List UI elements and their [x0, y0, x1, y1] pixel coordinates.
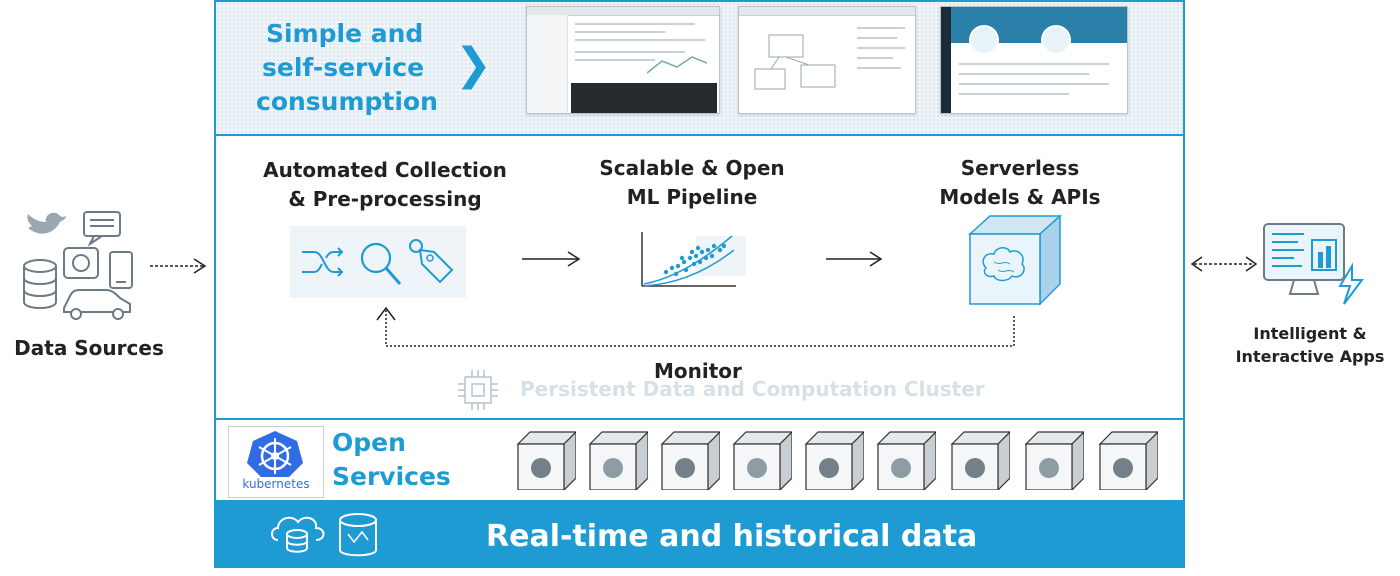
scatter-dot — [673, 271, 679, 277]
open-services-line2: Services — [332, 462, 451, 491]
stage-title-pipeline: Scalable & Open ML Pipeline — [570, 154, 814, 212]
service-cube-icon — [588, 431, 648, 490]
scatter-dot — [695, 245, 701, 251]
chip-icon — [458, 370, 498, 410]
stage-title-line2: ML Pipeline — [626, 185, 758, 209]
notebook-screenshot — [526, 6, 720, 114]
scatter-dot — [681, 259, 687, 265]
stage-title-line1: Serverless — [960, 156, 1080, 180]
scatter-dot — [705, 247, 711, 253]
stage-title-line2: & Pre-processing — [288, 187, 482, 211]
data-band — [216, 500, 1183, 566]
service-cube-icon — [516, 431, 576, 490]
cloud-database-icon — [271, 516, 325, 553]
consumption-title-line1: Simple and — [266, 19, 424, 48]
service-cube-icon — [1024, 431, 1084, 490]
chevron-right-icon: ❯ — [455, 39, 492, 90]
kubernetes-logo: kubernetes — [228, 426, 324, 498]
cluster-label: Persistent Data and Computation Cluster — [520, 377, 985, 401]
stage-title-collection: Automated Collection & Pre-processing — [250, 156, 520, 214]
camera-icon — [63, 247, 99, 279]
scatter-dot — [717, 247, 723, 253]
monitor-label: Monitor — [654, 359, 742, 383]
platform-frame — [214, 0, 1185, 568]
service-cube-icon — [950, 431, 1010, 490]
phone-icon — [109, 251, 133, 289]
scatter-dot — [663, 269, 669, 275]
scatter-dot — [709, 253, 715, 259]
scatter-dot — [669, 265, 675, 271]
dashboard-screenshot — [940, 6, 1128, 114]
apps-label: Intelligent & Interactive Apps — [1220, 322, 1400, 368]
service-cube-icon — [732, 431, 792, 490]
scatter-dot — [679, 255, 685, 261]
stage-title-serverless: Serverless Models & APIs — [900, 154, 1140, 212]
scatter-dot — [689, 249, 695, 255]
stage-title-line2: Models & APIs — [939, 185, 1101, 209]
car-icon — [63, 289, 131, 313]
twitter-icon — [27, 212, 66, 234]
sql-database-icon — [23, 259, 57, 273]
scatter-dot — [697, 259, 703, 265]
brain-cube-icon — [968, 214, 1062, 306]
service-cube-icon — [660, 431, 720, 490]
scatter-dot — [703, 255, 709, 261]
shuffle-icon — [302, 247, 344, 277]
database-icon — [339, 513, 377, 557]
scatter-dot — [721, 243, 727, 249]
service-cube-icon — [1098, 431, 1158, 490]
scatter-plot-icon — [641, 232, 746, 287]
service-cube-icon — [804, 431, 864, 490]
open-services-line1: Open — [332, 428, 406, 457]
search-icon — [360, 242, 402, 285]
scatter-dot — [699, 249, 705, 255]
consumption-title-line2: self-service — [262, 53, 425, 82]
service-cube-icon — [876, 431, 936, 490]
scatter-dot — [675, 263, 681, 269]
data-band-title: Real-time and historical data — [486, 519, 978, 554]
collection-icons-panel — [290, 226, 466, 298]
consumption-title-line3: consumption — [256, 87, 438, 116]
scatter-dot — [711, 243, 717, 249]
chat-icon — [83, 211, 121, 237]
monitor-app-icon — [1263, 223, 1364, 305]
data-sources-label: Data Sources — [14, 336, 164, 360]
data-sources-icons — [23, 211, 133, 320]
stage-title-line1: Scalable & Open — [599, 156, 785, 180]
apps-label-line2: Interactive Apps — [1235, 347, 1385, 366]
kubernetes-label: kubernetes — [242, 477, 310, 491]
scatter-dot — [687, 255, 693, 261]
apps-label-line1: Intelligent & — [1253, 324, 1367, 343]
scatter-dot — [691, 261, 697, 267]
scatter-dot — [683, 267, 689, 273]
stage-title-line1: Automated Collection — [263, 158, 507, 182]
scatter-dot — [693, 253, 699, 259]
tag-icon — [409, 239, 454, 284]
pipeline-screenshot — [738, 6, 916, 114]
